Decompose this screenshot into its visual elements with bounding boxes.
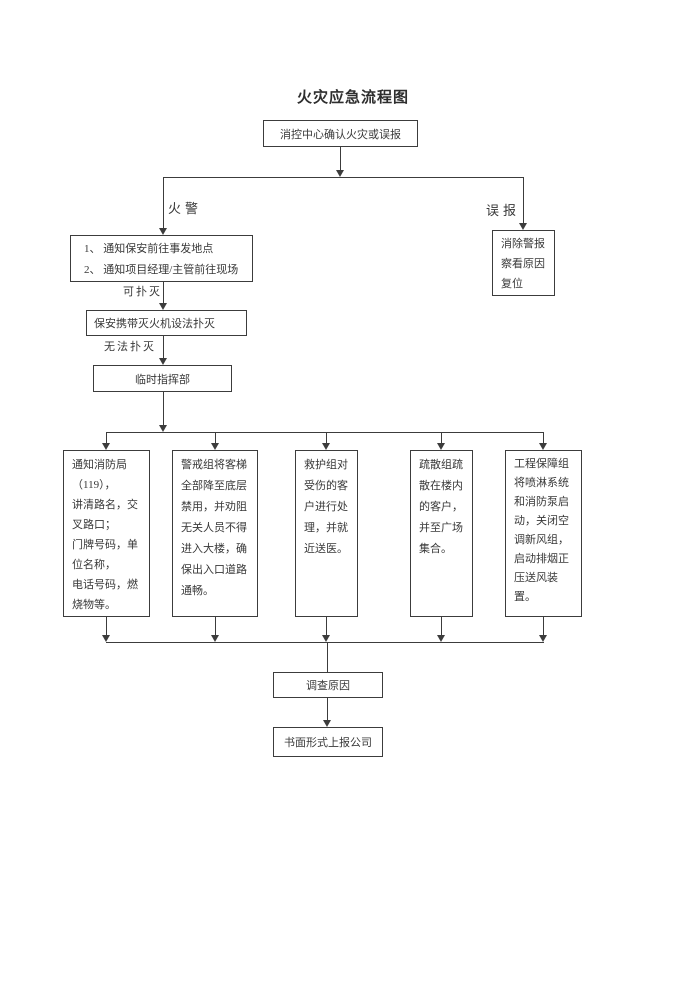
- connector-notify-extinguish: [163, 282, 164, 303]
- page-title: 火灾应急流程图: [296, 90, 409, 106]
- extinguish-box: 保安携带灭火机设法扑灭: [86, 310, 247, 336]
- arrowhead-merge-3: [322, 635, 330, 642]
- arrowhead-task-3: [322, 443, 330, 450]
- arrowhead-task-4: [437, 443, 445, 450]
- connector-task-2: [215, 432, 216, 443]
- arrowhead-report-box: [323, 720, 331, 727]
- task-box-engineering: 工程保障组 将喷淋系统 和消防泵启 动，关闭空 调新风组， 启动排烟正 压送风装…: [505, 450, 582, 617]
- arrowhead-command-box: [159, 358, 167, 365]
- connector-task-4: [441, 432, 442, 443]
- arrowhead-false-alarm-box: [519, 223, 527, 230]
- merge-line: [106, 642, 544, 643]
- notify-box: 1、 通知保安前往事发地点 2、 通知项目经理/主管前往现场: [70, 235, 253, 282]
- start-box: 消控中心确认火灾或误报: [263, 120, 418, 147]
- connector-command-dist: [163, 392, 164, 425]
- cannot-extinguish-label: 无法扑灭: [104, 341, 156, 353]
- connector-merge-2: [215, 617, 216, 635]
- connector-extinguish-command: [163, 336, 164, 358]
- arrowhead-split: [336, 170, 344, 177]
- connector-start-split: [340, 147, 341, 171]
- split-line: [163, 177, 523, 178]
- connector-merge-4: [441, 617, 442, 635]
- investigate-box: 调查原因: [273, 672, 383, 698]
- arrowhead-task-1: [102, 443, 110, 450]
- false-alarm-box: 消除警报 察看原因 复位: [492, 230, 555, 296]
- task-box-rescue: 救护组对 受伤的客 户进行处 理，并就 近送医。: [295, 450, 358, 617]
- arrowhead-merge-2: [211, 635, 219, 642]
- arrowhead-extinguish-box: [159, 303, 167, 310]
- task-box-evacuation: 疏散组疏 散在楼内 的客户， 并至广场 集合。: [410, 450, 473, 617]
- connector-false-branch: [523, 177, 524, 223]
- task-box-security-cordon: 警戒组将客梯 全部降至底层 禁用，并劝阻 无关人员不得 进入大楼，确 保出入口道…: [172, 450, 258, 617]
- connector-merge-3: [326, 617, 327, 635]
- connector-investigate-report: [327, 697, 328, 720]
- connector-task-1: [106, 432, 107, 443]
- fire-branch-label: 火警: [168, 201, 203, 216]
- arrowhead-task-5: [539, 443, 547, 450]
- report-box: 书面形式上报公司: [273, 727, 383, 757]
- connector-fire-branch: [163, 177, 164, 228]
- connector-task-3: [326, 432, 327, 443]
- arrowhead-merge-4: [437, 635, 445, 642]
- connector-task-5: [543, 432, 544, 443]
- arrowhead-notify-box: [159, 228, 167, 235]
- connector-merge-1: [106, 617, 107, 635]
- false-alarm-branch-label: 误报: [486, 203, 521, 218]
- arrowhead-dist-line: [159, 425, 167, 432]
- connector-merge-investigate: [327, 642, 328, 672]
- task-box-fire-dept: 通知消防局 （119）， 讲清路名，交 叉路口； 门牌号码，单 位名称， 电话号…: [63, 450, 150, 617]
- connector-merge-5: [543, 617, 544, 635]
- command-box: 临时指挥部: [93, 365, 232, 392]
- arrowhead-merge-5: [539, 635, 547, 642]
- arrowhead-merge-1: [102, 635, 110, 642]
- distribution-line: [106, 432, 543, 433]
- can-extinguish-label: 可扑灭: [123, 286, 162, 298]
- arrowhead-task-2: [211, 443, 219, 450]
